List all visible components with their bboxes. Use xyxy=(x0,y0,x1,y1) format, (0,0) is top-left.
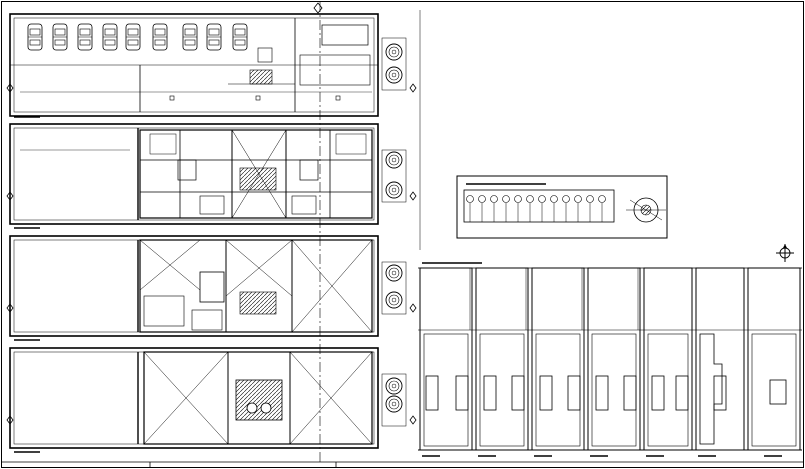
elevation-1 xyxy=(419,267,473,451)
floor-plan-first-floor xyxy=(9,123,407,229)
north-arrow-icon xyxy=(776,244,794,262)
section-marker-icon xyxy=(6,2,417,425)
elevation-3 xyxy=(511,267,585,451)
floor-plan-parking-level xyxy=(9,13,407,118)
elevation-4 xyxy=(567,267,641,451)
car-icon xyxy=(27,23,248,51)
elevation-2 xyxy=(455,267,529,451)
elevation-7 xyxy=(747,267,801,451)
floor-plan-second-floor xyxy=(9,235,407,341)
elevation-6 xyxy=(695,267,745,451)
floor-plan-roof-level xyxy=(9,347,407,453)
detail-railing-box xyxy=(456,175,668,239)
elevation-5 xyxy=(623,267,693,451)
